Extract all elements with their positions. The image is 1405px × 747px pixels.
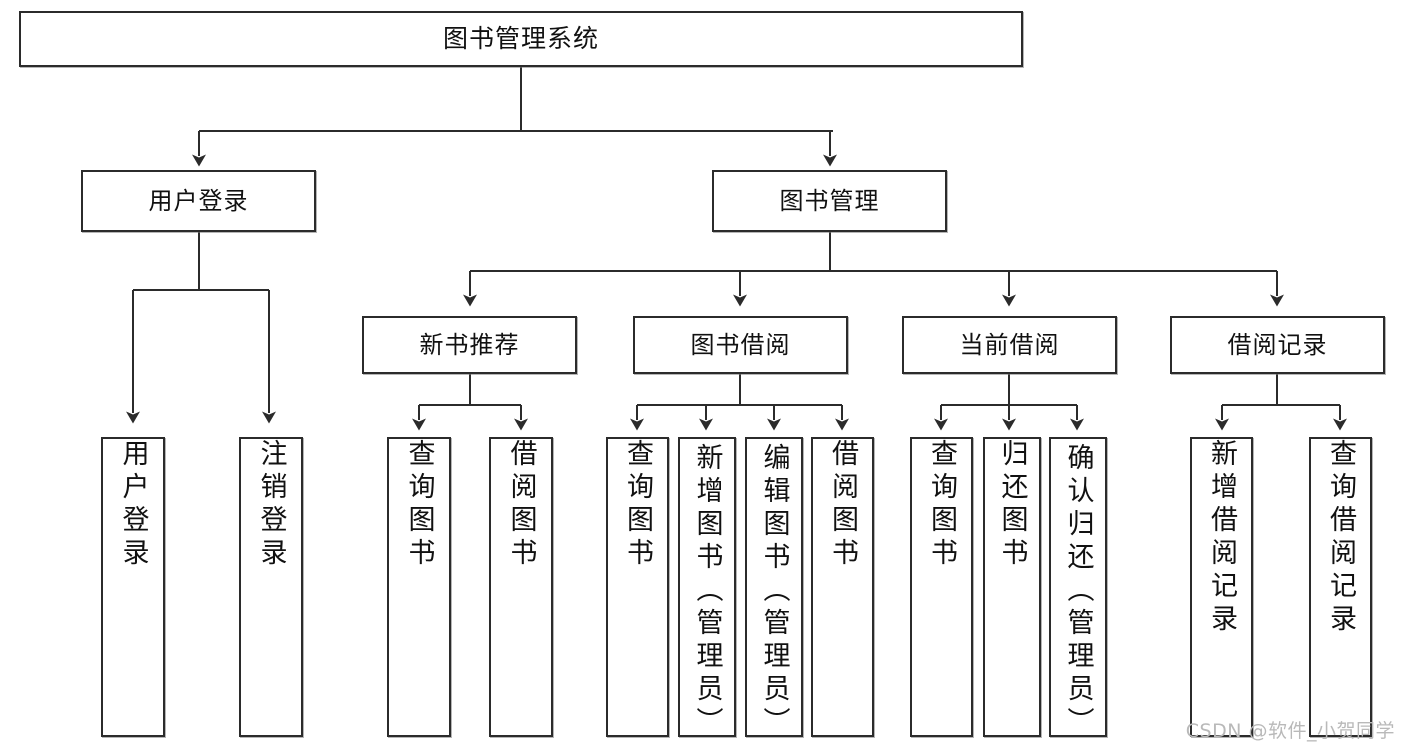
leaf-user-logout[interactable]: 注销登录 bbox=[239, 437, 303, 737]
node-label: 借阅图书 bbox=[827, 439, 858, 571]
node-new-book-recommendation[interactable]: 新书推荐 bbox=[362, 316, 577, 374]
node-label: 图书借阅 bbox=[690, 330, 791, 359]
leaf-query-borrow-record[interactable]: 查询借阅记录 bbox=[1309, 437, 1372, 737]
leaf-user-login[interactable]: 用户登录 bbox=[101, 437, 165, 737]
node-label: 编辑图书（管理员） bbox=[758, 443, 790, 740]
node-label: 查询图书 bbox=[403, 439, 435, 571]
node-label: 图书管理 bbox=[779, 186, 880, 215]
node-book-borrow[interactable]: 图书借阅 bbox=[633, 316, 848, 374]
node-current-borrow[interactable]: 当前借阅 bbox=[902, 316, 1117, 374]
node-label: 借阅图书 bbox=[505, 439, 537, 571]
leaf-add-book-admin[interactable]: 新增图书（管理员） bbox=[678, 437, 736, 740]
node-borrow-record[interactable]: 借阅记录 bbox=[1170, 316, 1385, 374]
node-label: 图书管理系统 bbox=[442, 24, 599, 54]
leaf-query-book-borrow[interactable]: 查询图书 bbox=[606, 437, 669, 737]
node-label: 注销登录 bbox=[255, 439, 287, 571]
node-book-management[interactable]: 图书管理 bbox=[712, 170, 947, 232]
leaf-borrow-book-recommendation[interactable]: 借阅图书 bbox=[489, 437, 553, 737]
node-label: 新增借阅记录 bbox=[1206, 439, 1237, 637]
leaf-edit-book-admin[interactable]: 编辑图书（管理员） bbox=[745, 437, 803, 740]
leaf-return-book[interactable]: 归还图书 bbox=[983, 437, 1041, 737]
node-label: 用户登录 bbox=[148, 186, 249, 215]
leaf-add-borrow-record[interactable]: 新增借阅记录 bbox=[1190, 437, 1253, 737]
node-label: 确认归还（管理员） bbox=[1062, 443, 1094, 740]
node-label: 查询借阅记录 bbox=[1325, 439, 1356, 637]
node-label: 新增图书（管理员） bbox=[691, 443, 723, 740]
node-root-book-management-system[interactable]: 图书管理系统 bbox=[19, 11, 1023, 67]
leaf-query-book-recommendation[interactable]: 查询图书 bbox=[387, 437, 451, 737]
node-label: 借阅记录 bbox=[1227, 330, 1328, 359]
node-user-login[interactable]: 用户登录 bbox=[81, 170, 316, 232]
node-label: 归还图书 bbox=[996, 439, 1028, 571]
node-label: 当前借阅 bbox=[959, 330, 1060, 359]
node-label: 查询图书 bbox=[622, 439, 653, 571]
leaf-confirm-return-admin[interactable]: 确认归还（管理员） bbox=[1049, 437, 1107, 740]
node-label: 查询图书 bbox=[926, 439, 957, 571]
leaf-borrow-book[interactable]: 借阅图书 bbox=[811, 437, 874, 737]
leaf-query-book-current[interactable]: 查询图书 bbox=[910, 437, 973, 737]
node-label: 用户登录 bbox=[117, 439, 149, 571]
node-label: 新书推荐 bbox=[419, 330, 520, 359]
